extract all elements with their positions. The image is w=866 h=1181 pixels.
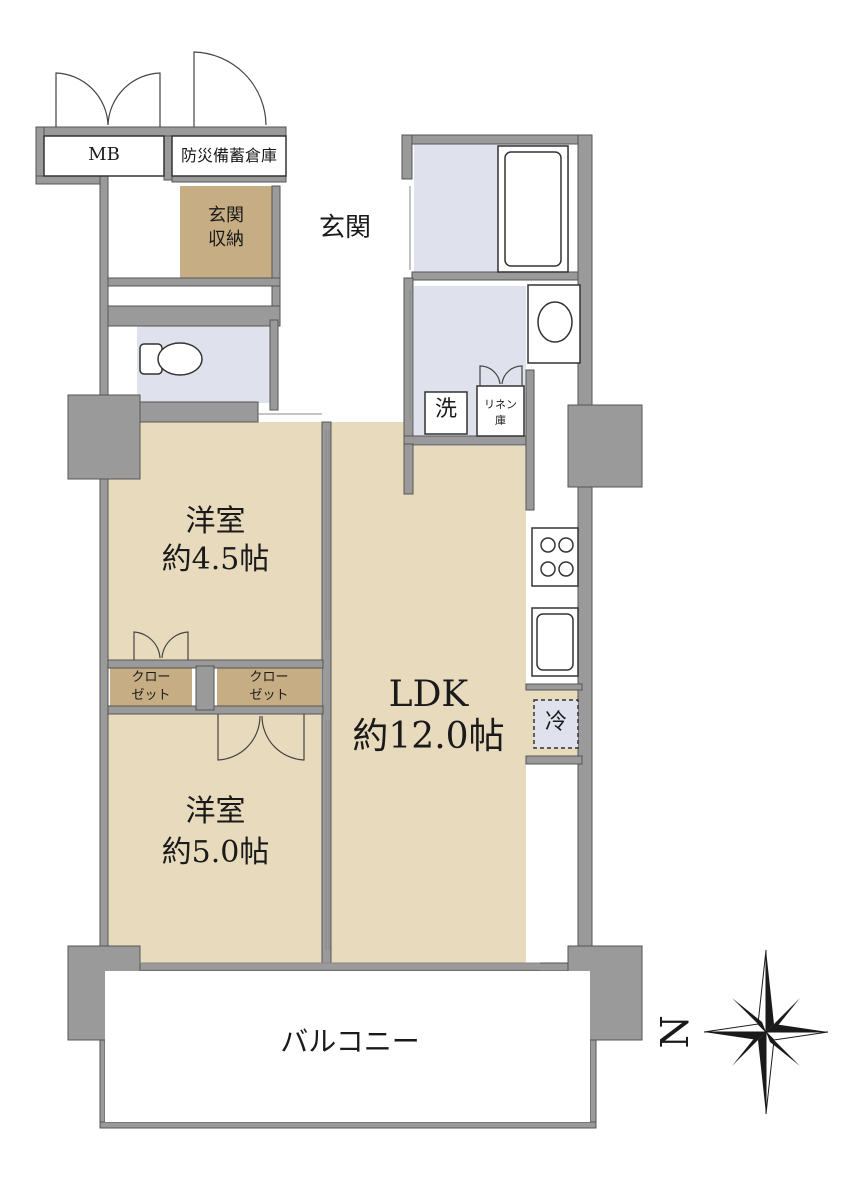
- wall-bath-bottom: [411, 271, 579, 281]
- linen-box: [476, 385, 525, 437]
- sink-bowl: [536, 613, 574, 671]
- entrance-storage-label-1: 玄関: [208, 205, 244, 226]
- wall-ldk-stub: [403, 443, 414, 495]
- outlines: [43, 135, 590, 1122]
- balcony-floor: [105, 971, 590, 1122]
- door-storage: [193, 51, 267, 127]
- wall-bath-top: [401, 134, 593, 145]
- door-linen-left: [479, 365, 501, 386]
- wash-basin: [537, 301, 573, 343]
- wall-wet-bottom: [403, 435, 527, 446]
- wall-kitchen-back: [525, 369, 535, 511]
- western-room-2-size: 約5.0帖: [161, 835, 270, 870]
- mb-label: MB: [88, 144, 120, 165]
- ldk-floor: [331, 422, 583, 964]
- walls: [35, 126, 643, 1129]
- door-mb-left: [55, 72, 109, 127]
- compass-rose-icon: [703, 949, 829, 1115]
- closet-right-label-2: ゼット: [249, 688, 289, 703]
- balcony-left-wall: [99, 1039, 106, 1129]
- wall-storage-right: [107, 277, 281, 287]
- column-right-upper: [567, 404, 643, 488]
- door-closet-left-2: [161, 631, 189, 660]
- closet-right-label-1: クロー: [249, 670, 289, 685]
- burner-4: [558, 561, 574, 577]
- entrance-storage-floor: [180, 186, 272, 278]
- bathtub-inner: [504, 151, 562, 267]
- western-room-1-size: 約4.5帖: [161, 542, 270, 577]
- wall-left-mb: [35, 126, 45, 182]
- linen-label-2: 庫: [495, 414, 506, 427]
- storage-box: [171, 135, 287, 177]
- toilet-bowl: [157, 342, 203, 376]
- entrance-label: 玄関: [318, 213, 371, 243]
- door-closet-right: [217, 714, 261, 761]
- ldk-size: 約12.0帖: [352, 716, 505, 757]
- ldk-name: LDK: [388, 674, 469, 715]
- door-closet-left: [133, 631, 161, 660]
- balcony-bottom-wall: [99, 1121, 597, 1129]
- doors: [55, 51, 523, 761]
- wall-entrance-left: [271, 185, 281, 307]
- stove-box: [531, 527, 579, 587]
- entrance-storage-label-2: 収納: [208, 229, 244, 250]
- sliding-tracks: [140, 186, 540, 971]
- western-room-2-floor: [108, 712, 323, 964]
- western-room-1-name: 洋室: [185, 504, 246, 539]
- room-fills: [108, 144, 583, 964]
- linen-label-1: リネン: [484, 398, 517, 411]
- door-closet-right-2: [261, 714, 305, 761]
- laundry-box: [424, 391, 468, 435]
- wall-closet-bottom: [107, 705, 324, 715]
- wall-wet-left: [403, 277, 414, 439]
- wall-toilet-right: [269, 319, 279, 411]
- burner-1: [540, 537, 556, 553]
- column-left-upper: [67, 394, 141, 480]
- wall-outer-right: [577, 134, 593, 971]
- burner-3: [540, 561, 556, 577]
- wall-mb-divider: [163, 135, 173, 181]
- closet-right-floor: [217, 668, 321, 708]
- wall-bath-left: [401, 134, 413, 180]
- compass-north-label: N: [653, 1015, 698, 1049]
- laundry-label: 洗: [434, 397, 457, 422]
- closet-left-floor: [110, 668, 192, 708]
- closet-left-label-2: ゼット: [131, 688, 171, 703]
- wall-toilet-top: [107, 305, 281, 327]
- refrigerator-label: 冷: [544, 710, 567, 735]
- mb-box: [43, 135, 165, 177]
- wall-mb-bottom: [35, 175, 101, 185]
- wall-fridge-bottom: [525, 755, 583, 765]
- western-room-2-name: 洋室: [185, 794, 246, 829]
- sink-box: [531, 607, 579, 677]
- wall-fridge-top: [525, 683, 583, 691]
- balcony-right-wall: [589, 1039, 597, 1129]
- wall-closet-divider: [195, 665, 215, 711]
- balcony-label: バルコニー: [280, 1025, 420, 1058]
- wall-top-left: [35, 126, 287, 137]
- wall-outer-left: [99, 175, 109, 972]
- door-mb-right: [107, 72, 161, 127]
- burner-2: [558, 537, 574, 553]
- door-linen-right: [501, 365, 523, 386]
- closet-left-label-1: クロー: [131, 670, 171, 685]
- bathtub: [497, 145, 569, 273]
- fridge-box: [533, 699, 579, 749]
- western-room-1-floor: [108, 422, 323, 662]
- wall-storage-bottom: [171, 175, 287, 183]
- emergency-storage-label: 防災備蓄倉庫: [180, 146, 277, 165]
- wall-closet-top: [107, 659, 324, 669]
